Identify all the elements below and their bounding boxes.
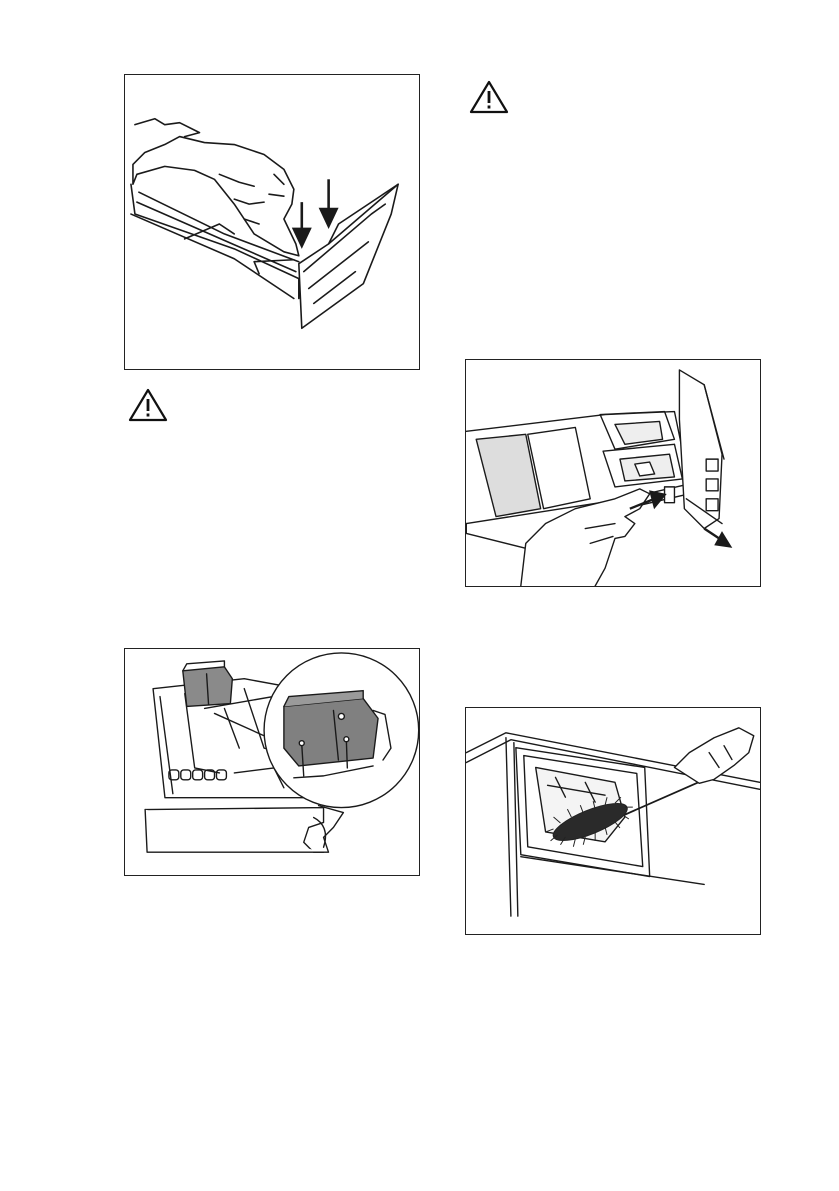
- siphon-cap-illustration-icon: [125, 649, 419, 875]
- recess-brush-cleaning-illustration-icon: [466, 708, 760, 934]
- drawer-release-illustration-icon: [466, 360, 760, 586]
- figure-drawer-insert: [124, 74, 420, 370]
- figure-siphon-cap: [124, 648, 420, 876]
- figure-drawer-release: [465, 359, 761, 587]
- warning-triangle-icon: [128, 388, 168, 422]
- drawer-insert-illustration-icon: [125, 75, 419, 369]
- warning-triangle-icon: [469, 80, 509, 114]
- figure-recess-cleaning: [465, 707, 761, 935]
